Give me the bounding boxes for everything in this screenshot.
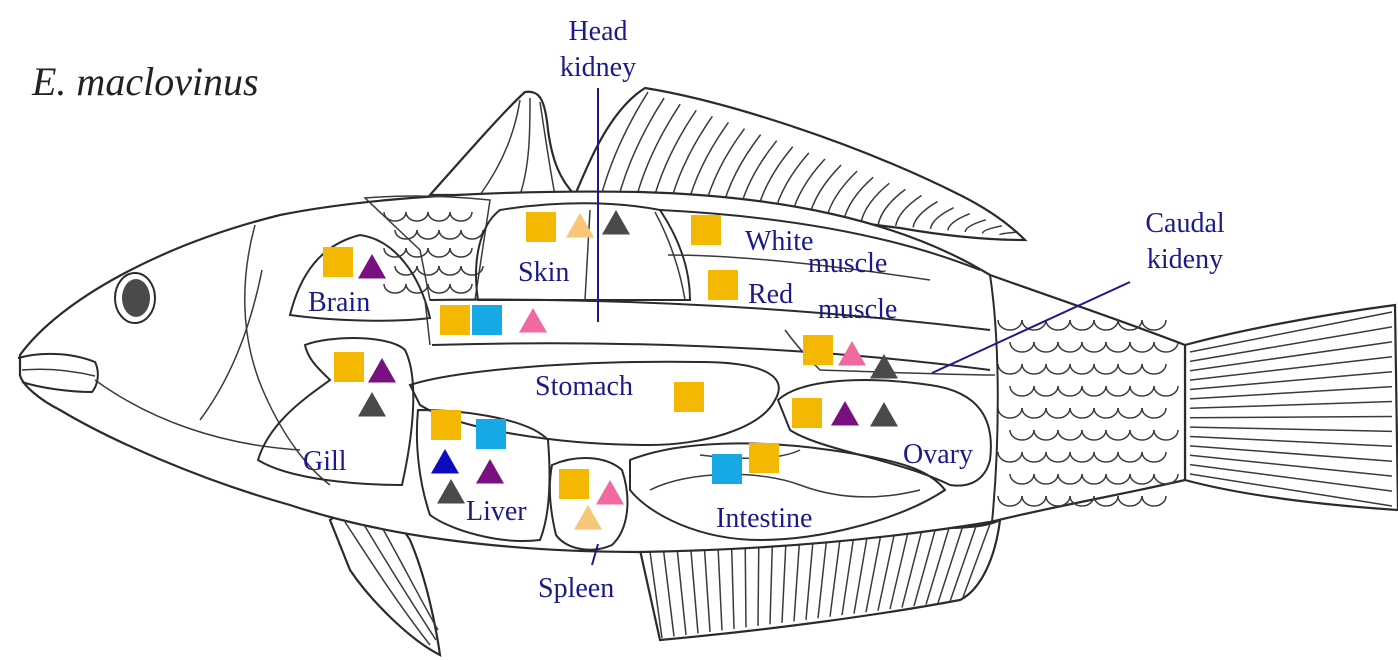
intestine-orange-square-marker (749, 443, 779, 473)
label-red: Red (748, 279, 793, 310)
label-caudal-kidney-line1: Caudal (1145, 208, 1225, 239)
dorsal-spiny-fin (430, 92, 575, 195)
ovary-orange-square-marker (792, 398, 822, 428)
gill-orange-square-marker (334, 352, 364, 382)
species-title: E. maclovinus (31, 59, 259, 104)
brain-orange-square-marker (323, 247, 353, 277)
label-head-kidney-line2: kidney (560, 52, 636, 83)
label-intestine: Intestine (716, 503, 812, 534)
label-liver: Liver (466, 496, 527, 527)
label-red-muscle: muscle (818, 294, 897, 325)
label-ovary: Ovary (903, 439, 973, 470)
label-gill: Gill (303, 446, 347, 477)
pupil (122, 279, 150, 317)
spleen-orange-square-marker (559, 469, 589, 499)
head-kidney-blue-square-marker (472, 305, 502, 335)
red-muscle-orange-square-marker (708, 270, 738, 300)
label-caudal-kidney-line2: kideny (1147, 244, 1223, 275)
label-white-muscle: muscle (808, 248, 887, 279)
liver-blue-square-marker (476, 419, 506, 449)
label-stomach: Stomach (535, 371, 633, 402)
head-kidney-orange-square-marker (440, 305, 470, 335)
intestine-blue-square-marker (712, 454, 742, 484)
caudal-kideny-orange-square-marker (803, 335, 833, 365)
skin-orange-square-marker (526, 212, 556, 242)
stomach-orange-square-marker (674, 382, 704, 412)
caudal-fin (1185, 305, 1398, 510)
label-head-kidney-line1: Head (568, 16, 627, 47)
label-spleen: Spleen (538, 573, 614, 604)
label-white: White (745, 226, 813, 257)
white-muscle-orange-square-marker (691, 215, 721, 245)
label-brain: Brain (308, 287, 370, 318)
liver-orange-square-marker (431, 410, 461, 440)
label-skin: Skin (518, 257, 569, 288)
